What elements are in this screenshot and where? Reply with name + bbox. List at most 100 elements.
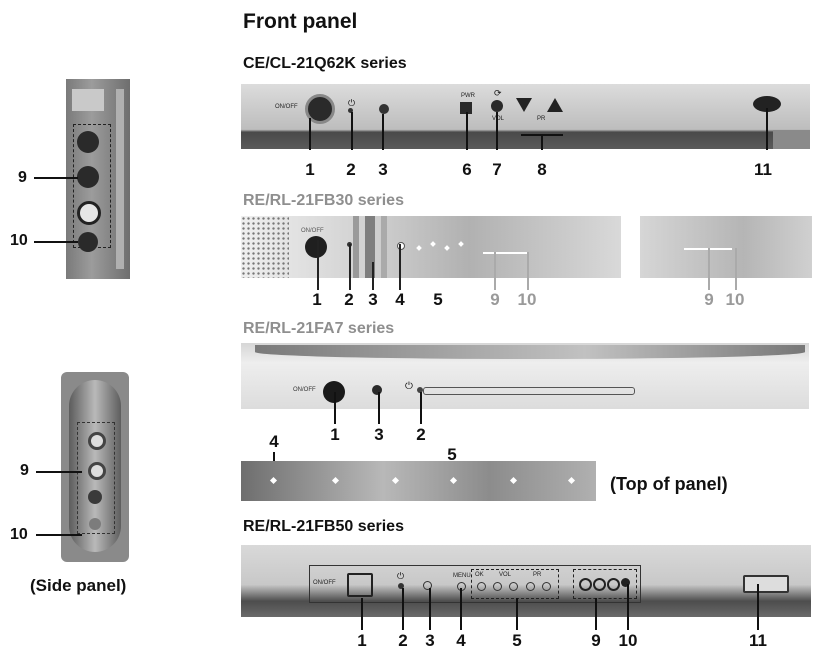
power-button[interactable] xyxy=(305,236,327,258)
pwr-label: PWR xyxy=(461,93,475,99)
standby-led xyxy=(398,583,404,589)
jack-icon xyxy=(77,131,99,153)
callout-9: 9 xyxy=(591,631,601,650)
control-button[interactable] xyxy=(416,245,422,251)
top-panel-image xyxy=(241,461,596,501)
jack-icon xyxy=(579,578,592,591)
logo-badge xyxy=(753,96,781,112)
callout-10: 10 xyxy=(10,526,28,543)
standby-indicator-icon: ⏻ xyxy=(348,98,356,108)
callout-10: 10 xyxy=(725,290,745,309)
callout-2: 2 xyxy=(398,631,408,650)
vol-label: VOL xyxy=(492,116,505,122)
control-button[interactable] xyxy=(391,476,400,485)
jack-icon xyxy=(593,578,606,591)
standby-led xyxy=(348,108,353,113)
callout-2: 2 xyxy=(346,160,356,179)
standby-indicator-icon: ⏻ xyxy=(397,571,405,581)
callout-9: 9 xyxy=(18,169,27,186)
remote-sensor xyxy=(379,104,389,114)
remote-sensor xyxy=(423,581,432,590)
standby-indicator-icon: ⏻ xyxy=(405,381,413,392)
program-down-button[interactable] xyxy=(516,98,532,112)
callout-8: 8 xyxy=(537,160,547,179)
control-button[interactable] xyxy=(567,476,576,485)
callout-10: 10 xyxy=(618,631,638,650)
jack-icon xyxy=(77,166,99,188)
callout-4: 4 xyxy=(395,290,405,309)
headphone-jack-icon xyxy=(621,578,630,587)
callout-4: 4 xyxy=(269,432,279,451)
volume-up-button[interactable] xyxy=(509,582,518,591)
control-button[interactable] xyxy=(430,241,436,247)
jack-icon xyxy=(607,578,620,591)
menu-button[interactable] xyxy=(397,242,405,250)
callout-3: 3 xyxy=(368,290,378,309)
callout-7: 7 xyxy=(492,160,502,179)
callout-3: 3 xyxy=(425,631,435,650)
front-panel-image: ON/OFF xyxy=(241,216,621,278)
program-up-button[interactable] xyxy=(547,98,563,112)
control-button[interactable] xyxy=(458,241,464,247)
page-title: Front panel xyxy=(243,10,358,33)
series-heading: RE/RL-21FB30 series xyxy=(243,192,404,209)
callout-2: 2 xyxy=(344,290,354,309)
av-jacks xyxy=(483,252,529,254)
callout-5: 5 xyxy=(447,445,457,464)
callout-3: 3 xyxy=(374,425,384,444)
headphone-jack-icon xyxy=(78,232,98,252)
control-button[interactable] xyxy=(449,476,458,485)
vol-label: VOL xyxy=(499,572,512,578)
control-button[interactable] xyxy=(509,476,518,485)
front-panel-detail-image xyxy=(640,216,812,278)
power-button[interactable] xyxy=(347,573,373,597)
main-power-button[interactable] xyxy=(460,102,472,114)
jack-icon xyxy=(77,201,101,225)
ok-button[interactable] xyxy=(477,582,486,591)
callout-2: 2 xyxy=(416,425,426,444)
series-heading: CE/CL-21Q62K series xyxy=(243,55,407,72)
top-of-panel-caption: (Top of panel) xyxy=(610,474,728,494)
headphone-jack-icon xyxy=(89,518,101,530)
callout-11: 11 xyxy=(749,631,767,650)
control-button[interactable] xyxy=(444,245,450,251)
program-down-button[interactable] xyxy=(526,582,535,591)
callout-10: 10 xyxy=(517,290,537,309)
front-panel-image: ON/OFF ⏻ xyxy=(241,343,809,409)
onoff-label: ON/OFF xyxy=(301,228,324,234)
front-panel-image: ON/OFF ⏻ PWR ⟳ VOL PR xyxy=(241,84,810,149)
jack-icon xyxy=(88,462,106,480)
callout-9: 9 xyxy=(20,462,29,479)
program-up-button[interactable] xyxy=(542,582,551,591)
av-jack-group xyxy=(573,569,637,599)
logo-badge xyxy=(743,575,789,593)
callout-1: 1 xyxy=(330,425,340,444)
callout-1: 1 xyxy=(357,631,367,650)
front-panel-image: ON/OFF ⏻ MENU OK VOL PR xyxy=(241,545,811,617)
callout-10: 10 xyxy=(10,232,28,249)
pr-label: PR xyxy=(537,116,546,122)
onoff-label: ON/OFF xyxy=(293,387,316,393)
side-panel-top-image xyxy=(66,79,130,279)
series-heading: RE/RL-21FA7 series xyxy=(243,320,395,337)
callout-5: 5 xyxy=(433,290,443,309)
menu-label: MENU xyxy=(453,573,471,579)
callout-3: 3 xyxy=(378,160,388,179)
side-panel-bottom-image xyxy=(61,372,129,562)
callout-1: 1 xyxy=(312,290,322,309)
remote-sensor xyxy=(372,385,382,395)
callout-9: 9 xyxy=(490,290,500,309)
ok-label: OK xyxy=(475,572,484,578)
control-button[interactable] xyxy=(331,476,340,485)
volume-button[interactable] xyxy=(491,100,503,112)
callout-11: 11 xyxy=(754,160,772,179)
volume-down-button[interactable] xyxy=(493,582,502,591)
callout-9: 9 xyxy=(704,290,714,309)
refresh-icon: ⟳ xyxy=(494,88,502,98)
series-heading: RE/RL-21FB50 series xyxy=(243,518,404,535)
menu-button[interactable] xyxy=(269,476,278,485)
side-panel-caption: (Side panel) xyxy=(30,576,127,595)
jack-icon xyxy=(88,432,106,450)
callout-1: 1 xyxy=(305,160,315,179)
pr-label: PR xyxy=(533,572,542,578)
